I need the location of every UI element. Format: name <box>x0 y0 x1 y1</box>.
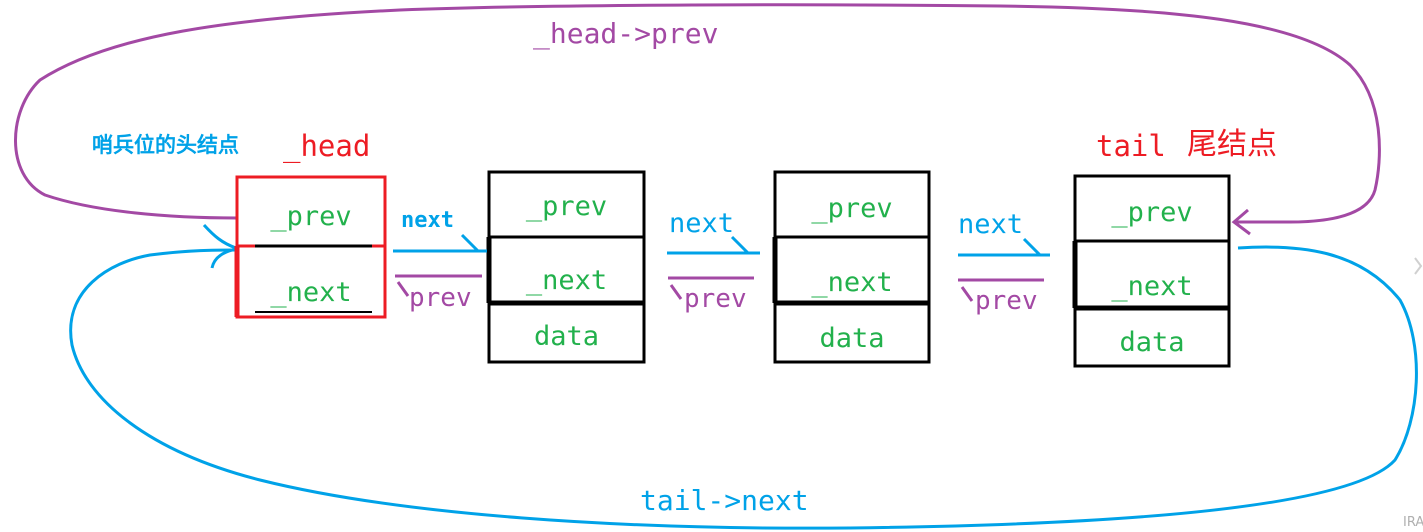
link1-next-arrowhead <box>460 233 480 253</box>
link3-prev-arrowhead <box>960 286 974 302</box>
node2-data-field: data <box>819 322 885 354</box>
node1-next-field: _next <box>525 264 608 296</box>
link2-prev-label: prev <box>684 284 747 314</box>
right-edge-chevron <box>1414 257 1423 275</box>
head-prev-field: _prev <box>270 200 352 232</box>
link2-next-arrowhead <box>730 235 750 255</box>
head-prev-loop-arrowhead <box>1231 208 1251 236</box>
link1-next-label: next <box>401 208 454 233</box>
tail-node-name: tail <box>1096 129 1166 163</box>
head-node-name: _head <box>283 129 371 163</box>
tail-next-loop-curve <box>69 245 1418 530</box>
head-node-caption: 哨兵位的头结点 <box>92 133 239 157</box>
tail-next-loop-hook <box>202 223 237 269</box>
link2-next-label: next <box>669 208 735 239</box>
tail-node-caption: 尾结点 <box>1187 127 1277 162</box>
head-prev-loop-label: _head->prev <box>533 17 719 50</box>
tail-data-field: data <box>1119 326 1185 358</box>
node1-data-field: data <box>533 320 600 352</box>
tail-next-field: _next <box>1111 270 1193 302</box>
head-prev-loop-curve <box>14 3 1381 224</box>
link1-prev-label: prev <box>409 283 472 313</box>
link3-prev-label: prev <box>975 286 1038 316</box>
link2-prev-arrowhead <box>669 284 683 300</box>
corner-fragment-text: IRA <box>1403 515 1423 530</box>
link1-prev-arrowhead <box>396 281 410 297</box>
node2-next-field: _next <box>811 266 893 298</box>
link3-next-label: next <box>958 209 1024 240</box>
node1-prev-field: _prev <box>525 190 608 222</box>
tail-next-loop-label: tail->next <box>640 484 809 517</box>
head-next-field: _next <box>270 276 352 308</box>
link3-next-arrowhead <box>1022 237 1042 257</box>
tail-prev-field: _prev <box>1111 196 1193 228</box>
node2-prev-field: _prev <box>811 192 893 224</box>
